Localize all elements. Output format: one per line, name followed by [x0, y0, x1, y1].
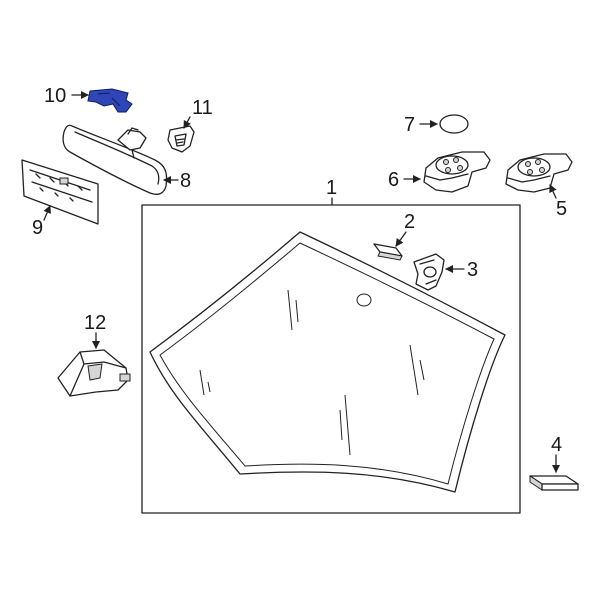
rear-view-mirror[interactable] [62, 124, 168, 195]
windshield-glass[interactable] [149, 231, 506, 493]
callout-5: 5 [556, 198, 567, 220]
mirror-mount-bracket[interactable] [87, 88, 133, 113]
leader-lines [43, 91, 560, 473]
callout-6: 6 [388, 169, 399, 191]
windshield-frame [141, 204, 521, 514]
molding-piece[interactable] [529, 475, 579, 491]
mirror-cover[interactable] [167, 125, 195, 153]
camera-housing[interactable] [57, 349, 131, 397]
callout-1: 1 [326, 177, 337, 199]
callout-2: 2 [404, 211, 415, 233]
callout-9: 9 [32, 217, 43, 239]
sensor-bracket-right[interactable] [505, 153, 573, 193]
sensor-mount-bracket[interactable] [413, 253, 445, 291]
trim-panel[interactable] [21, 159, 99, 225]
seal-ring[interactable] [439, 114, 469, 134]
callout-3: 3 [467, 259, 478, 281]
callout-12: 12 [84, 312, 106, 334]
callout-10: 10 [44, 85, 66, 107]
sensor-bracket-left[interactable] [423, 151, 491, 193]
adhesive-pad[interactable] [373, 243, 403, 261]
callout-11: 11 [192, 97, 213, 119]
sensor-window [356, 293, 372, 307]
callout-4: 4 [551, 434, 562, 456]
callout-7: 7 [404, 114, 415, 136]
callout-8: 8 [180, 170, 191, 192]
